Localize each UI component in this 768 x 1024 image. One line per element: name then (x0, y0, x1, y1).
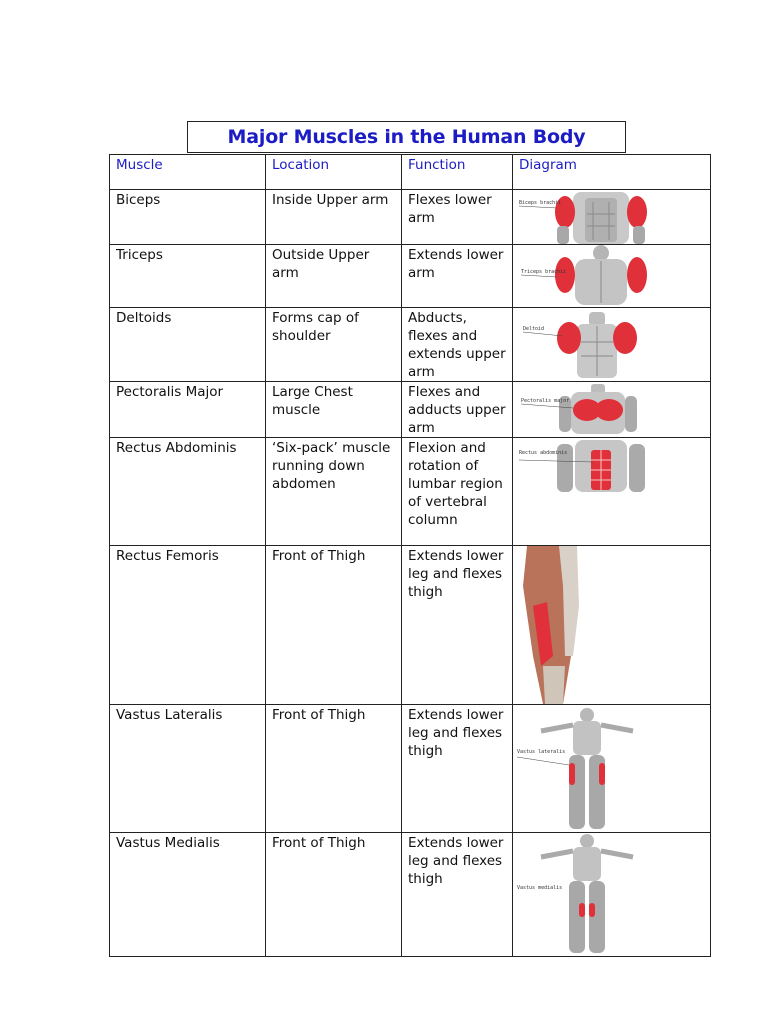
cell-function: Extends lower leg and flexes thigh (401, 545, 513, 705)
cell-location: Outside Upper arm (265, 244, 402, 308)
cell-location: Large Chest muscle (265, 381, 402, 438)
cell-location: Forms cap of shoulder (265, 307, 402, 382)
table-row: Rectus Abdominis ‘Six-pack’ muscle runni… (109, 437, 711, 546)
cell-location: Front of Thigh (265, 704, 402, 833)
table-header-row: Muscle Location Function Diagram (109, 154, 711, 190)
header-muscle: Muscle (109, 154, 266, 190)
cell-location: ‘Six-pack’ muscle running down abdomen (265, 437, 402, 546)
cell-function: Extends lower arm (401, 244, 513, 308)
table-row: Triceps Outside Upper arm Extends lower … (109, 244, 711, 308)
cell-muscle: Biceps (109, 189, 266, 245)
page-title: Major Muscles in the Human Body (227, 126, 586, 148)
title-box: Major Muscles in the Human Body (187, 121, 626, 153)
cell-function: Abducts, flexes and extends upper arm (401, 307, 513, 382)
triceps-diagram-image: Triceps brachii (520, 245, 647, 305)
header-diagram: Diagram (512, 154, 711, 190)
diagram-label: Deltoid (523, 326, 544, 332)
cell-location: Inside Upper arm (265, 189, 402, 245)
cell-muscle: Vastus Lateralis (109, 704, 266, 833)
cell-location: Front of Thigh (265, 832, 402, 957)
diagram-label: Pectoralis major (521, 398, 569, 404)
diagram-label: Triceps brachii (521, 269, 566, 275)
rectus-abdominis-diagram-image: Rectus abdominis (518, 440, 645, 492)
table-row: Deltoids Forms cap of shoulder Abducts, … (109, 307, 711, 382)
deltoid-diagram-image: Deltoid (522, 312, 637, 378)
table-row: Biceps Inside Upper arm Flexes lower arm… (109, 189, 711, 245)
diagram-label: Rectus abdominis (519, 450, 567, 456)
header-function: Function (401, 154, 513, 190)
cell-function: Flexes and adducts upper arm (401, 381, 513, 438)
diagram-label: Vastus lateralis (517, 749, 565, 755)
vastus-lateralis-diagram-image: Vastus lateralis (516, 708, 634, 829)
rectus-femoris-diagram-image (523, 546, 579, 704)
cell-diagram: Deltoid (512, 307, 711, 382)
cell-muscle: Vastus Medialis (109, 832, 266, 957)
diagram-label: Vastus medialis (517, 885, 562, 891)
muscles-table: Muscle Location Function Diagram Biceps … (109, 154, 711, 957)
cell-muscle: Rectus Femoris (109, 545, 266, 705)
table-row: Rectus Femoris Front of Thigh Extends lo… (109, 545, 711, 705)
biceps-diagram-image: Biceps brachii (518, 192, 647, 244)
cell-muscle: Triceps (109, 244, 266, 308)
cell-diagram: Rectus abdominis (512, 437, 711, 546)
cell-diagram: Biceps brachii (512, 189, 711, 245)
table-row: Pectoralis Major Large Chest muscle Flex… (109, 381, 711, 438)
cell-muscle: Deltoids (109, 307, 266, 382)
pectoralis-diagram-image: Pectoralis major (520, 384, 637, 434)
vastus-medialis-diagram-image: Vastus medialis (517, 834, 634, 953)
table-row: Vastus Lateralis Front of Thigh Extends … (109, 704, 711, 833)
cell-function: Flexion and rotation of lumbar region of… (401, 437, 513, 546)
cell-function: Extends lower leg and flexes thigh (401, 704, 513, 833)
header-location: Location (265, 154, 402, 190)
table-row: Vastus Medialis Front of Thigh Extends l… (109, 832, 711, 957)
cell-function: Flexes lower arm (401, 189, 513, 245)
cell-diagram: Pectoralis major (512, 381, 711, 438)
cell-location: Front of Thigh (265, 545, 402, 705)
cell-diagram: Vastus medialis (512, 832, 711, 957)
cell-diagram: Vastus lateralis (512, 704, 711, 833)
cell-muscle: Rectus Abdominis (109, 437, 266, 546)
cell-muscle: Pectoralis Major (109, 381, 266, 438)
diagram-label: Biceps brachii (519, 200, 561, 206)
cell-diagram (512, 545, 711, 705)
cell-function: Extends lower leg and flexes thigh (401, 832, 513, 957)
cell-diagram: Triceps brachii (512, 244, 711, 308)
